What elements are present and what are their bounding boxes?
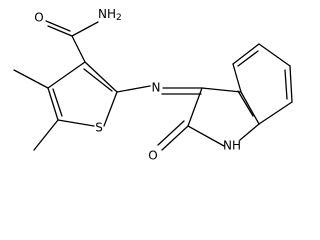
- bond-c5-s: [57, 119, 95, 127]
- atom-label-imine-nitrogen: N: [152, 81, 161, 95]
- bond-c3a-c4prime: [232, 63, 242, 93]
- bond-c4-methyl: [13, 69, 49, 89]
- bond-c4prime-c5prime-2: [237, 50, 259, 67]
- bond-amide-c-n: [71, 21, 99, 37]
- atom-label-lactam-nh: NH: [223, 139, 241, 153]
- bond-c2prime-o-1: [161, 125, 189, 151]
- bond-nh-c7a: [239, 123, 260, 141]
- bond-c7a-c3a: [240, 91, 260, 125]
- bond-c2prime-nh: [187, 125, 225, 147]
- structure-canvas: O NH2 S N O NH: [13, 6, 293, 163]
- chemical-structure: O NH2 S N O NH: [13, 7, 293, 163]
- bond-s-c2: [103, 91, 118, 127]
- bond-c3a-c3prime: [201, 87, 242, 93]
- bond-c5-methyl: [33, 119, 59, 151]
- bond-c2-c3-1: [84, 61, 118, 93]
- bond-c3prime-c2prime: [187, 87, 203, 127]
- bond-c2-c3-2: [83, 68, 113, 92]
- bond-c5prime-c6prime: [258, 43, 291, 67]
- atom-label-amide-oxygen: O: [34, 11, 43, 25]
- bond-c4-c5-2: [52, 88, 63, 117]
- bond-c6prime-c7prime-2: [284, 69, 288, 100]
- bond-c4-c5-1: [47, 87, 59, 121]
- bond-amide-c-o-1: [47, 25, 73, 37]
- bond-c3-c4: [47, 61, 86, 89]
- bond-amide-c-o-2: [45, 20, 71, 32]
- atom-label-amide-nh2: NH2: [98, 7, 122, 23]
- bond-c2prime-o-2: [157, 120, 185, 146]
- bond-c7a-c3a-aromatic: [237, 90, 254, 117]
- bond-c7prime-c7a: [258, 101, 293, 125]
- bond-c3-amide-c: [71, 35, 86, 63]
- atom-label-lactam-oxygen: O: [148, 149, 157, 163]
- bond-c2-n: [116, 85, 151, 93]
- bond-c6prime-c7prime-1: [289, 65, 293, 103]
- bond-c4prime-c5prime-1: [232, 43, 260, 65]
- atom-label-thiophene-sulfur: S: [95, 121, 103, 135]
